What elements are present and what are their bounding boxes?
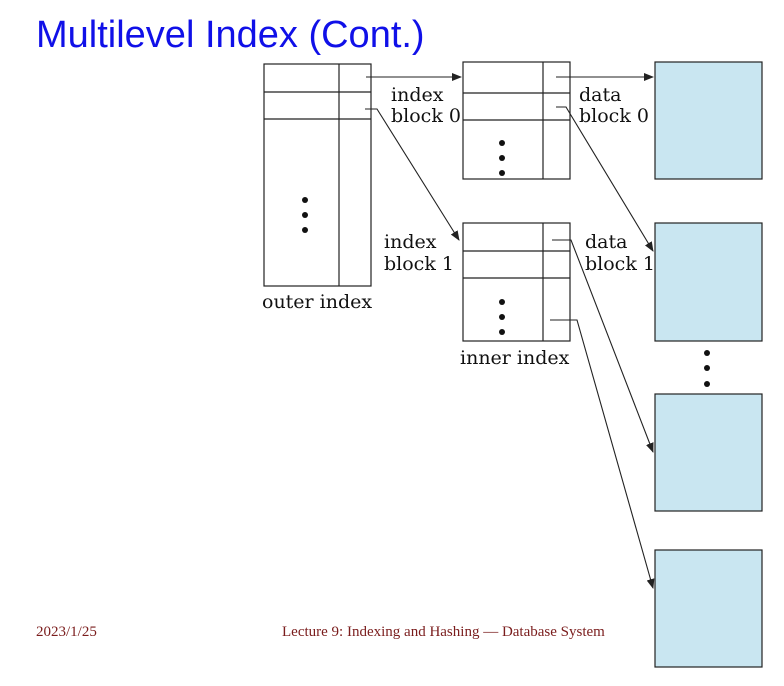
ellipsis-dot: [499, 314, 505, 320]
slide-title: Multilevel Index (Cont.): [36, 14, 425, 56]
ellipsis-dot: [499, 155, 505, 161]
index-block-1-label-line2: block 1: [384, 253, 454, 275]
ellipsis-dot: [499, 329, 505, 335]
ellipsis-dot: [499, 170, 505, 176]
slide-date: 2023/1/25: [36, 624, 97, 640]
index-block-1-label-line1: index: [384, 231, 437, 253]
index-block-0-label-line2: block 0: [391, 105, 461, 127]
ellipsis-dot: [704, 350, 710, 356]
data-block-0-label-line2: block 0: [579, 105, 649, 127]
ellipsis-dot: [499, 140, 505, 146]
data-block-0: [654, 61, 763, 180]
data-block-2: [654, 393, 763, 512]
data-block-1-label-line2: block 1: [585, 253, 655, 275]
data-block-1-label-line1: data: [585, 231, 627, 253]
ellipsis-dot: [302, 197, 308, 203]
ellipsis-dot: [704, 381, 710, 387]
index-block-0: [462, 61, 571, 180]
ellipsis-dot: [302, 212, 308, 218]
inner-index-label: inner index: [460, 347, 570, 369]
index-block-0-label-line1: index: [391, 84, 444, 106]
pointer-arrow: [365, 108, 460, 241]
outer-index-block: [263, 63, 372, 287]
slide-footer: Lecture 9: Indexing and Hashing — Databa…: [282, 624, 605, 640]
pointer-arrow: [552, 239, 654, 453]
data-block-3: [654, 549, 763, 668]
pointer-arrow: [550, 319, 655, 589]
ellipsis-dot: [499, 299, 505, 305]
ellipsis-dot: [704, 365, 710, 371]
data-block-0-label-line1: data: [579, 84, 621, 106]
data-block-1: [654, 222, 763, 342]
pointer-arrow: [556, 106, 654, 252]
ellipsis-dot: [302, 227, 308, 233]
index-block-1: [462, 222, 571, 342]
outer-index-label: outer index: [262, 291, 372, 313]
